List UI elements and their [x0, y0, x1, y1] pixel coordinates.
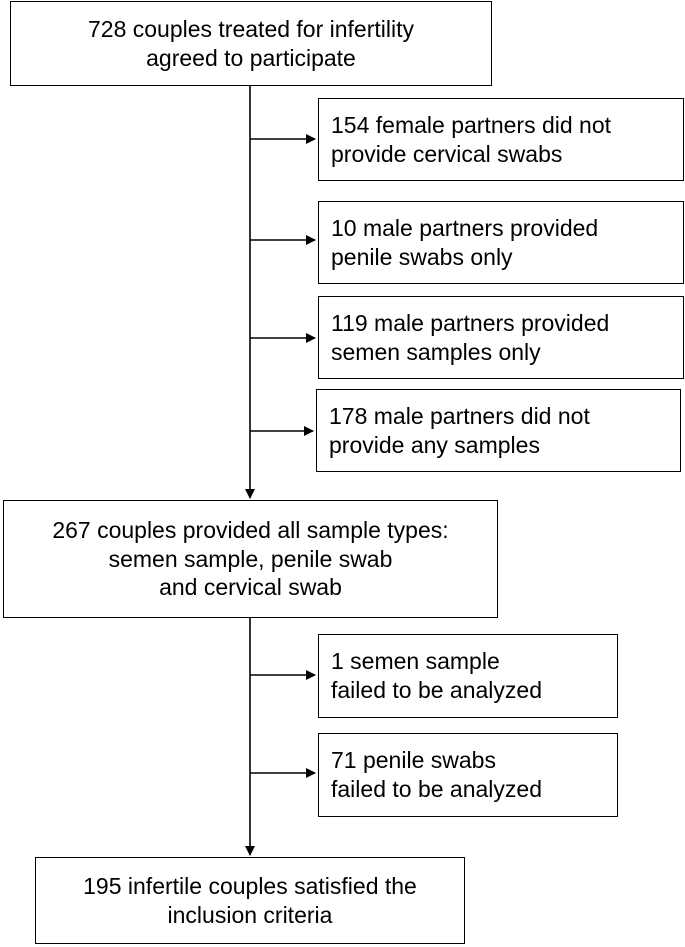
exclusion-text-semen-only: 119 male partners provided semen samples… [331, 309, 610, 365]
exclusion-box-cervical-swabs: 154 female partners did not provide cerv… [318, 98, 684, 181]
exclusion-text-cervical-swabs: 154 female partners did not provide cerv… [331, 111, 612, 167]
exclusion-text-penile-only: 10 male partners provided penile swabs o… [331, 214, 599, 270]
exclusion-box-penile-only: 10 male partners provided penile swabs o… [318, 201, 684, 284]
enrollment-box: 728 couples treated for infertility agre… [10, 1, 492, 86]
final-inclusion-box: 195 infertile couples satisfied the incl… [35, 857, 465, 944]
exclusion-text-penile-failed: 71 penile swabs failed to be analyzed [331, 747, 542, 802]
exclusion-box-penile-failed: 71 penile swabs failed to be analyzed [318, 733, 618, 817]
exclusion-box-no-samples: 178 male partners did not provide any sa… [316, 389, 681, 472]
exclusion-box-semen-only: 119 male partners provided semen samples… [318, 296, 684, 379]
enrollment-text: 728 couples treated for infertility agre… [87, 15, 414, 71]
final-inclusion-text: 195 infertile couples satisfied the incl… [83, 872, 417, 928]
exclusion-text-semen-failed: 1 semen sample failed to be analyzed [331, 648, 542, 703]
all-samples-box: 267 couples provided all sample types: s… [3, 500, 498, 618]
exclusion-text-no-samples: 178 male partners did not provide any sa… [329, 402, 590, 458]
exclusion-box-semen-failed: 1 semen sample failed to be analyzed [318, 634, 618, 718]
all-samples-text: 267 couples provided all sample types: s… [52, 516, 449, 601]
